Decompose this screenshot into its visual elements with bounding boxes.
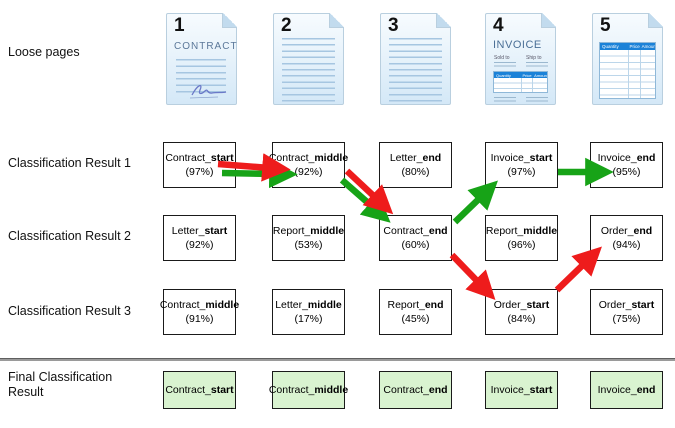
final-classification-result-label: Final Classification Result xyxy=(8,370,113,399)
invoice-table: Quantity Price Amount xyxy=(493,71,548,93)
box-r2-contract-end: Contract_end (60%) xyxy=(379,215,452,261)
box-r2-letter-start: Letter_start (92%) xyxy=(163,215,236,261)
classification-result-3-label: Classification Result 3 xyxy=(8,304,131,318)
box-r3-order-start: Order_start (84%) xyxy=(485,289,558,335)
address-lines xyxy=(526,62,548,68)
box-r3-order-start-2: Order_start (75%) xyxy=(590,289,663,335)
page-number: 5 xyxy=(600,15,611,36)
text-lines xyxy=(389,38,442,106)
page-icon-invoice: 4 INVOICE Sold to Ship to Quantity Price… xyxy=(485,13,556,105)
footer-lines xyxy=(494,97,516,103)
box-r1-invoice-end: Invoice_end (95%) xyxy=(590,142,663,188)
box-r3-contract-middle: Contract_middle (91%) xyxy=(160,289,239,335)
page-number: 4 xyxy=(493,15,504,36)
box-r1-contract-middle: Contract_middle (92%) xyxy=(269,142,348,188)
items-table-header: Quantity Price Amount xyxy=(600,43,655,50)
arrow-contract-middle-to-contract-end xyxy=(344,168,394,215)
arrow-order-start-to-order-end xyxy=(554,246,602,293)
box-r3-report-end: Report_end (45%) xyxy=(379,289,452,335)
signature-icon xyxy=(189,84,227,99)
invoice-title: INVOICE xyxy=(493,39,542,51)
final-box-invoice-end: Invoice_end xyxy=(590,371,663,409)
box-r1-contract-start: Contract_start (97%) xyxy=(163,142,236,188)
classification-result-1-label: Classification Result 1 xyxy=(8,156,131,170)
final-box-contract-middle: Contract_middle xyxy=(269,371,348,409)
ship-to-label: Ship to xyxy=(526,55,542,61)
box-r3-letter-middle: Letter_middle (17%) xyxy=(272,289,345,335)
page-fold-corner xyxy=(541,13,556,28)
page-icon-lines-2: 2 xyxy=(273,13,344,106)
footer-lines xyxy=(526,97,548,103)
loose-pages-label: Loose pages xyxy=(8,45,80,59)
page-number: 2 xyxy=(281,15,292,36)
contract-title: CONTRACT xyxy=(174,41,238,52)
invoice-table-header: Quantity Price Amount xyxy=(494,72,547,78)
final-box-contract-end: Contract_end xyxy=(379,371,452,409)
page-icon-lines-3: 3 xyxy=(380,13,451,106)
page-fold-corner xyxy=(329,13,344,28)
page-fold-corner xyxy=(648,13,663,28)
invoice-table-rows xyxy=(494,78,547,92)
final-box-invoice-start: Invoice_start xyxy=(485,371,558,409)
final-box-contract-start: Contract_start xyxy=(163,371,236,409)
section-divider xyxy=(0,358,675,361)
arrow-contract-middle-to-contract-end xyxy=(339,177,391,223)
page-fold-corner xyxy=(222,13,237,28)
arrow-contract-end-to-order-start xyxy=(449,252,496,300)
classification-result-2-label: Classification Result 2 xyxy=(8,229,131,243)
page-fold-corner xyxy=(436,13,451,28)
box-r1-letter-end: Letter_end (80%) xyxy=(379,142,452,188)
box-r2-report-middle-2: Report_middle (96%) xyxy=(485,215,558,261)
arrow-contract-end-to-invoice-start xyxy=(452,180,498,225)
address-lines xyxy=(494,62,516,68)
box-r2-report-middle: Report_middle (53%) xyxy=(272,215,345,261)
sold-to-label: Sold to xyxy=(494,55,510,61)
items-table-rows xyxy=(600,50,655,98)
text-lines xyxy=(282,38,335,106)
page-number: 3 xyxy=(388,15,399,36)
page-icon-table: 5 Quantity Price Amount xyxy=(592,13,663,105)
box-r2-order-end: Order_end (94%) xyxy=(590,215,663,261)
page-number: 1 xyxy=(174,15,185,36)
box-r1-invoice-start: Invoice_start (97%) xyxy=(485,142,558,188)
items-table: Quantity Price Amount xyxy=(599,42,656,99)
page-icon-contract: 1 CONTRACT xyxy=(166,13,237,105)
